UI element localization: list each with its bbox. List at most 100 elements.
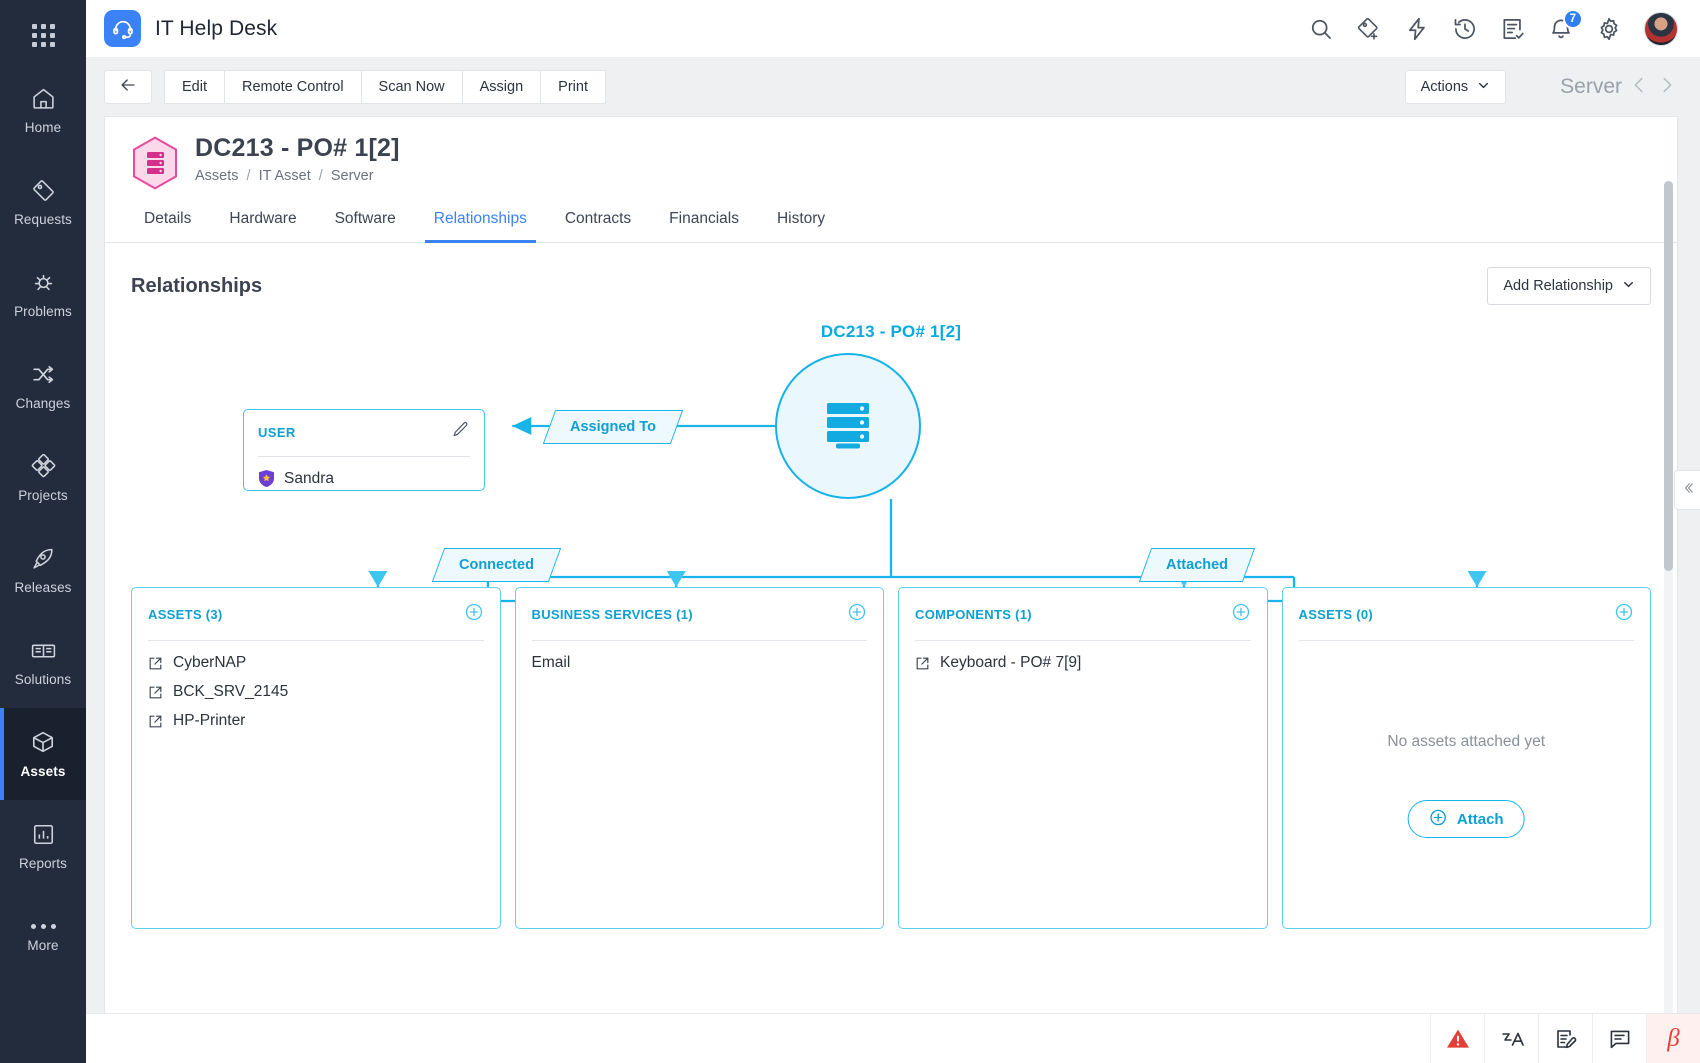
add-relationship-button[interactable]: Add Relationship (1487, 267, 1651, 305)
sidebar-item-requests[interactable]: Requests (0, 156, 86, 248)
actions-dropdown-button[interactable]: Actions (1404, 70, 1507, 104)
vertical-scrollbar[interactable] (1664, 181, 1673, 1061)
tab-contracts[interactable]: Contracts (564, 210, 632, 227)
pencil-icon[interactable] (451, 420, 470, 444)
beta-icon[interactable]: β (1646, 1014, 1700, 1063)
relationship-panels: ASSETS (3) CyberNAP (131, 587, 1651, 929)
sidebar-item-assets[interactable]: Assets (0, 708, 86, 800)
alert-icon[interactable] (1430, 1014, 1484, 1063)
avatar[interactable] (1644, 11, 1678, 46)
tab-hardware[interactable]: Hardware (229, 210, 297, 227)
list-item[interactable]: BCK_SRV_2145 (148, 683, 484, 701)
app-switcher-button[interactable] (0, 6, 86, 64)
user-card-title: USER (258, 424, 296, 440)
sidebar-item-label: Solutions (14, 671, 72, 687)
panel-header: ASSETS (0) (1299, 602, 1635, 627)
remote-control-button[interactable]: Remote Control (225, 70, 362, 104)
assign-button[interactable]: Assign (462, 70, 542, 104)
attach-label: Attach (1456, 810, 1504, 828)
shield-star-icon (258, 469, 275, 488)
list-item[interactable]: Email (532, 654, 868, 672)
breadcrumb-separator: / (318, 167, 323, 184)
hub-node[interactable] (775, 353, 921, 499)
breadcrumb-item-it-asset[interactable]: IT Asset (258, 167, 311, 184)
sidebar-item-more[interactable]: More (0, 892, 86, 984)
user-card-header: USER (258, 420, 470, 444)
breadcrumb-item-server[interactable]: Server (330, 167, 374, 184)
server-hex-icon (131, 136, 179, 190)
annotate-icon[interactable] (1484, 1014, 1538, 1063)
tab-financials[interactable]: Financials (669, 210, 739, 227)
brand[interactable]: IT Help Desk (104, 10, 277, 47)
list-item[interactable]: CyberNAP (148, 654, 484, 672)
record-pager: Server (1560, 74, 1678, 101)
scan-now-button[interactable]: Scan Now (361, 70, 463, 104)
chat-icon[interactable] (1592, 1014, 1646, 1063)
tab-history[interactable]: History (776, 210, 826, 227)
note-edit-icon[interactable] (1538, 1014, 1592, 1063)
panel-title: ASSETS (0) (1298, 607, 1374, 622)
panel-list: CyberNAP BCK_SRV_2145 (148, 641, 484, 730)
scrollbar-thumb[interactable] (1664, 181, 1673, 571)
sidebar-item-label: Assets (20, 764, 66, 779)
sidebar-item-releases[interactable]: Releases (0, 524, 86, 616)
sidebar-item-solutions[interactable]: Solutions (0, 616, 86, 708)
sidebar-item-home[interactable]: Home (0, 64, 86, 156)
tab-details[interactable]: Details (144, 210, 192, 227)
section-header: Relationships Add Relationship (105, 243, 1677, 305)
back-button[interactable] (104, 70, 152, 104)
edit-button[interactable]: Edit (164, 70, 225, 104)
tab-relationships[interactable]: Relationships (415, 206, 546, 243)
list-item-label: HP-Printer (173, 712, 246, 729)
panel-assets-connected: ASSETS (3) CyberNAP (131, 587, 501, 929)
attach-button[interactable]: Attach (1407, 800, 1525, 838)
sidebar-item-reports[interactable]: Reports (0, 800, 86, 892)
panel-list: Keyboard - PO# 7[9] (915, 641, 1251, 672)
chevron-down-icon (1477, 79, 1490, 96)
record-action-buttons: Edit Remote Control Scan Now Assign Prin… (164, 70, 606, 104)
sidebar-item-label: Problems (14, 303, 72, 319)
add-ticket-icon[interactable] (1356, 16, 1382, 42)
tab-software[interactable]: Software (334, 210, 396, 227)
list-item[interactable]: HP-Printer (148, 712, 484, 730)
plus-circle-icon[interactable] (847, 602, 867, 627)
task-list-icon[interactable] (1500, 16, 1526, 42)
print-button[interactable]: Print (541, 70, 606, 104)
panel-divider (1298, 640, 1634, 641)
plus-circle-icon[interactable] (1614, 602, 1634, 627)
notification-badge: 7 (1562, 8, 1583, 29)
flash-icon[interactable] (1404, 16, 1430, 42)
primary-sidebar: Home Requests Problems Changes Projects (0, 0, 86, 1063)
home-icon (31, 86, 56, 111)
add-relationship-label: Add Relationship (1503, 278, 1613, 294)
record-header: DC213 - PO# 1[2] Assets / IT Asset / Ser… (105, 117, 1677, 190)
user-card-divider (258, 456, 470, 457)
collapse-panel-button[interactable] (1674, 470, 1700, 510)
bar-chart-icon (31, 822, 56, 847)
sidebar-item-changes[interactable]: Changes (0, 340, 86, 432)
record-content: DC213 - PO# 1[2] Assets / IT Asset / Ser… (104, 116, 1678, 1063)
history-icon[interactable] (1452, 16, 1478, 42)
record-identity: DC213 - PO# 1[2] Assets / IT Asset / Ser… (195, 134, 400, 184)
list-item[interactable]: Sandra (258, 457, 470, 488)
search-icon[interactable] (1308, 16, 1334, 42)
bell-icon[interactable]: 7 (1548, 8, 1583, 42)
breadcrumb: Assets / IT Asset / Server (195, 168, 400, 184)
plus-circle-icon (1429, 808, 1448, 831)
chevron-left-icon (1681, 481, 1695, 500)
external-link-icon (148, 656, 163, 671)
sidebar-item-label: Home (24, 119, 62, 135)
list-item[interactable]: Keyboard - PO# 7[9] (915, 654, 1251, 672)
chevron-left-icon[interactable] (1628, 74, 1650, 101)
gear-icon[interactable] (1596, 16, 1622, 42)
plus-circle-icon[interactable] (1231, 602, 1251, 627)
breadcrumb-item-assets[interactable]: Assets (195, 167, 239, 184)
sidebar-item-problems[interactable]: Problems (0, 248, 86, 340)
panel-list: Email (532, 641, 868, 672)
external-link-icon (148, 714, 163, 729)
chevron-right-icon[interactable] (1656, 74, 1678, 101)
plus-circle-icon[interactable] (464, 602, 484, 627)
sidebar-item-projects[interactable]: Projects (0, 432, 86, 524)
panel-assets-attached: ASSETS (0) No assets attached yet Attach (1281, 587, 1651, 929)
user-relationship-card: USER Sandra (243, 409, 485, 491)
